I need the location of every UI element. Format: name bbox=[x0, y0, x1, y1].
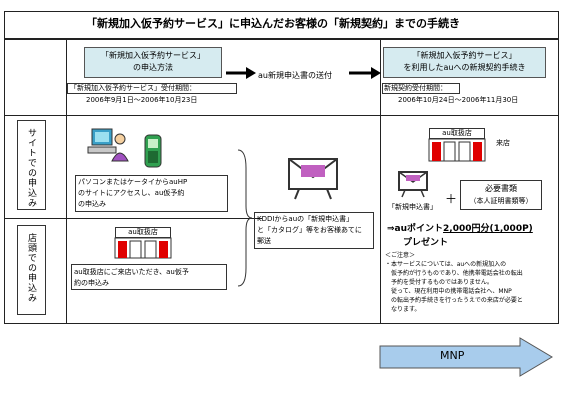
reserve-period-dates: 2006年9月1日～2006年10月23日 bbox=[86, 96, 198, 104]
mail-desc-box bbox=[254, 212, 374, 249]
points-value: 2,000円分(1,000P) bbox=[443, 224, 533, 234]
store-desc: au取扱店にご来店いただき、au仮予 約の申込み bbox=[74, 268, 189, 287]
mnp-arrow bbox=[379, 337, 553, 377]
computer-user-icon bbox=[87, 128, 129, 162]
contract-header bbox=[383, 47, 546, 78]
mnp-label: MNP bbox=[440, 349, 465, 362]
store-row-label-box bbox=[17, 225, 46, 315]
store-building-icon bbox=[114, 237, 172, 259]
contract-period-dates: 2006年10月24日～2006年11月30日 bbox=[398, 96, 519, 104]
contract-store-name: au取扱店 bbox=[442, 129, 472, 137]
contract-period-box bbox=[382, 83, 460, 94]
apply-method-label: 「新規加入仮予約サービス」 の申込方法 bbox=[101, 51, 205, 72]
site-row-label-box bbox=[17, 120, 46, 210]
mail-desc: KDDIからauの「新規申込書」 と「カタログ」等をお客様あてに 郵送 bbox=[257, 215, 362, 245]
reserve-period-box bbox=[67, 83, 237, 94]
application-form-icon bbox=[398, 171, 428, 198]
send-form-label: au新規申込書の送付 bbox=[258, 71, 332, 80]
docs-title: 必要書類 bbox=[485, 184, 517, 193]
visit-label: 来店 bbox=[496, 139, 510, 147]
divider bbox=[380, 39, 381, 324]
docs-box bbox=[460, 180, 542, 210]
points-prefix: ⇒auポイント bbox=[387, 224, 444, 234]
store-row-label: 店頭での申込み bbox=[26, 233, 36, 303]
site-desc-box bbox=[75, 175, 228, 212]
form-label: 「新規申込書」 bbox=[388, 203, 437, 211]
docs-sub: （本人証明書類等） bbox=[469, 197, 533, 205]
mail-envelope-icon bbox=[288, 158, 338, 200]
site-row-label: サイトでの申込み bbox=[26, 128, 36, 208]
divider bbox=[66, 39, 67, 324]
title-bar bbox=[4, 11, 559, 39]
store-name: au取扱店 bbox=[128, 228, 158, 236]
main-frame bbox=[4, 39, 559, 324]
store-desc-box bbox=[71, 264, 227, 290]
divider bbox=[4, 218, 262, 219]
notes: ＜ご注意＞ ・本サービスについては、auへの新規加入の 仮予約が行うものであり、… bbox=[385, 252, 523, 313]
points-line: ⇒auポイント2,000円分(1,000P) bbox=[387, 221, 533, 234]
plus-sign: ＋ bbox=[445, 192, 458, 206]
mobile-phone-icon bbox=[144, 134, 162, 168]
present-label: プレゼント bbox=[403, 238, 449, 248]
flow-arrow-2 bbox=[349, 67, 381, 79]
apply-method-header bbox=[84, 47, 222, 78]
merge-bracket bbox=[237, 149, 253, 287]
contract-store-building-icon bbox=[428, 138, 486, 162]
contract-period-label: 新規契約受付期間： bbox=[384, 84, 447, 92]
site-desc: パソコンまたはケータイからauHP のサイトにアクセスし、au仮予約 の申込み bbox=[78, 178, 188, 208]
page-title: 「新規加入仮予約サービス」に申込んだお客様の「新規契約」までの手続き bbox=[86, 17, 460, 30]
reserve-period-label: 「新規加入仮予約サービス」受付期間： bbox=[70, 84, 196, 92]
divider bbox=[4, 115, 559, 116]
contract-label: 「新規加入仮予約サービス」 を利用したauへの新規契約手続き bbox=[403, 51, 526, 72]
flow-arrow-1 bbox=[226, 67, 256, 79]
